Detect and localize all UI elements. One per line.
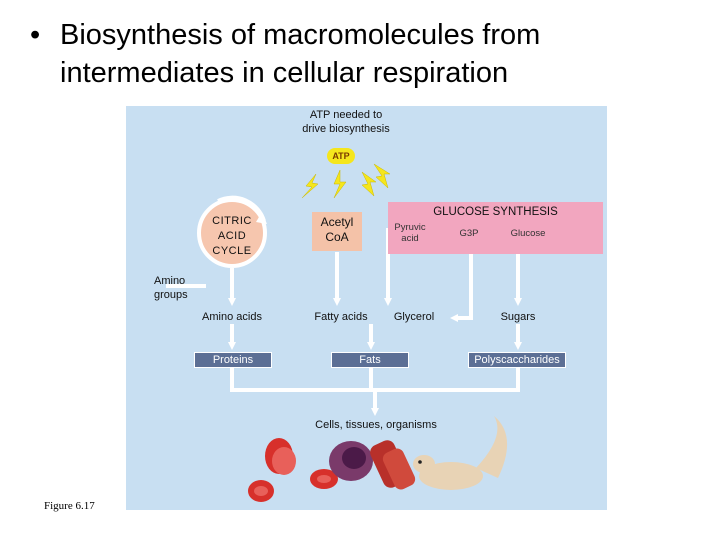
glucose-synthesis-panel: GLUCOSE SYNTHESIS Pyruvic acid G3P Gluco… — [388, 202, 603, 254]
amino-groups-line-1: Amino — [154, 275, 186, 287]
biosynthesis-figure: ATP needed to drive biosynthesis ATP CIT… — [126, 106, 607, 510]
citric-label-line-1: CITRIC — [212, 215, 252, 227]
cells-illustration-icon — [248, 416, 508, 502]
atp-needed-line-1: ATP needed to — [309, 109, 383, 121]
sugars-label: Sugars — [500, 311, 536, 323]
citric-label-line-2: ACID — [217, 230, 247, 242]
atp-badge: ATP — [327, 148, 355, 164]
citric-label-line-3: CYCLE — [212, 245, 252, 257]
figure-arrows — [166, 163, 522, 502]
fats-box: Fats — [331, 352, 409, 368]
title-line-2: intermediates in cellular respiration — [60, 57, 509, 89]
atp-needed-line-2: drive biosynthesis — [302, 123, 390, 135]
g3p-label: G3P — [459, 228, 479, 239]
amino-groups-line-2: groups — [154, 289, 188, 301]
acetyl-label-line-2: CoA — [325, 230, 349, 244]
citric-acid-cycle-icon — [197, 195, 267, 268]
glucose-synthesis-title: GLUCOSE SYNTHESIS — [433, 206, 558, 218]
glucose-label: Glucose — [510, 228, 546, 239]
citric-acid-cycle-label: CITRIC ACID CYCLE — [202, 214, 262, 259]
amino-acids-label: Amino acids — [202, 311, 262, 323]
cells-tissues-organisms-label: Cells, tissues, organisms — [315, 419, 437, 431]
atp-needed-label: ATP needed to drive biosynthesis — [276, 108, 416, 136]
pyruvic-line-2: acid — [401, 233, 419, 244]
pyruvic-acid-label: Pyruvic acid — [388, 222, 432, 244]
figure-caption: Figure 6.17 — [44, 500, 95, 512]
pyruvic-line-1: Pyruvic — [394, 222, 426, 233]
title-line-1: Biosynthesis of macromolecules from — [60, 19, 541, 51]
proteins-box: Proteins — [194, 352, 272, 368]
acetyl-label-line-1: Acetyl — [320, 215, 354, 229]
energy-bolt-icons — [301, 163, 391, 199]
fatty-acids-label: Fatty acids — [314, 311, 368, 323]
glycerol-label: Glycerol — [393, 311, 435, 323]
polysaccharides-box: Polyscaccharides — [468, 352, 566, 368]
acetyl-coa-box: Acetyl CoA — [312, 212, 362, 251]
amino-groups-label: Amino groups — [154, 274, 206, 302]
title-bullet: • — [30, 19, 41, 51]
